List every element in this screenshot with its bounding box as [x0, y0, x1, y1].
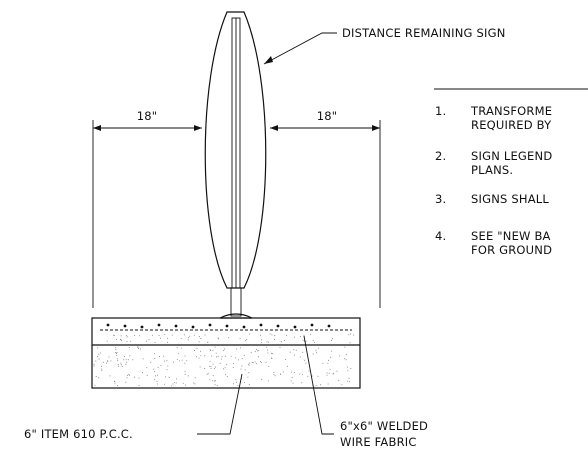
concrete-stipple [93, 333, 355, 387]
note-number: 2. [435, 149, 446, 163]
concrete-callout-leader [197, 373, 243, 435]
note-number: 4. [435, 229, 446, 243]
dimension-right-label: 18" [317, 109, 338, 123]
note-line: SIGN LEGEND [471, 149, 552, 163]
rebar-dots [106, 323, 331, 329]
concrete-callout-label: 6" ITEM 610 P.C.C. [24, 427, 133, 441]
sign-callout-label: DISTANCE REMAINING SIGN [342, 26, 506, 40]
note-line: PLANS. [471, 163, 513, 177]
mesh-callout-label-2: WIRE FABRIC [340, 435, 417, 449]
note-line: SEE "NEW BA [471, 229, 551, 243]
note-number: 3. [435, 192, 446, 206]
sign-panel [204, 11, 267, 289]
note-line: TRANSFORME [470, 104, 552, 118]
note-line: FOR GROUND [471, 243, 552, 257]
dimension-left-label: 18" [137, 109, 158, 123]
mesh-callout-leader [303, 335, 334, 435]
concrete-pad [91, 317, 361, 389]
sign-post-base [230, 287, 242, 317]
sign-callout-leader [263, 32, 337, 65]
mesh-callout-label-1: 6"x6" WELDED [340, 419, 428, 433]
notes-list: 1. TRANSFORME REQUIRED BY 2. SIGN LEGEND… [435, 104, 552, 257]
note-number: 1. [435, 104, 446, 118]
note-line: REQUIRED BY [471, 118, 552, 132]
note-line: SIGNS SHALL [471, 192, 549, 206]
